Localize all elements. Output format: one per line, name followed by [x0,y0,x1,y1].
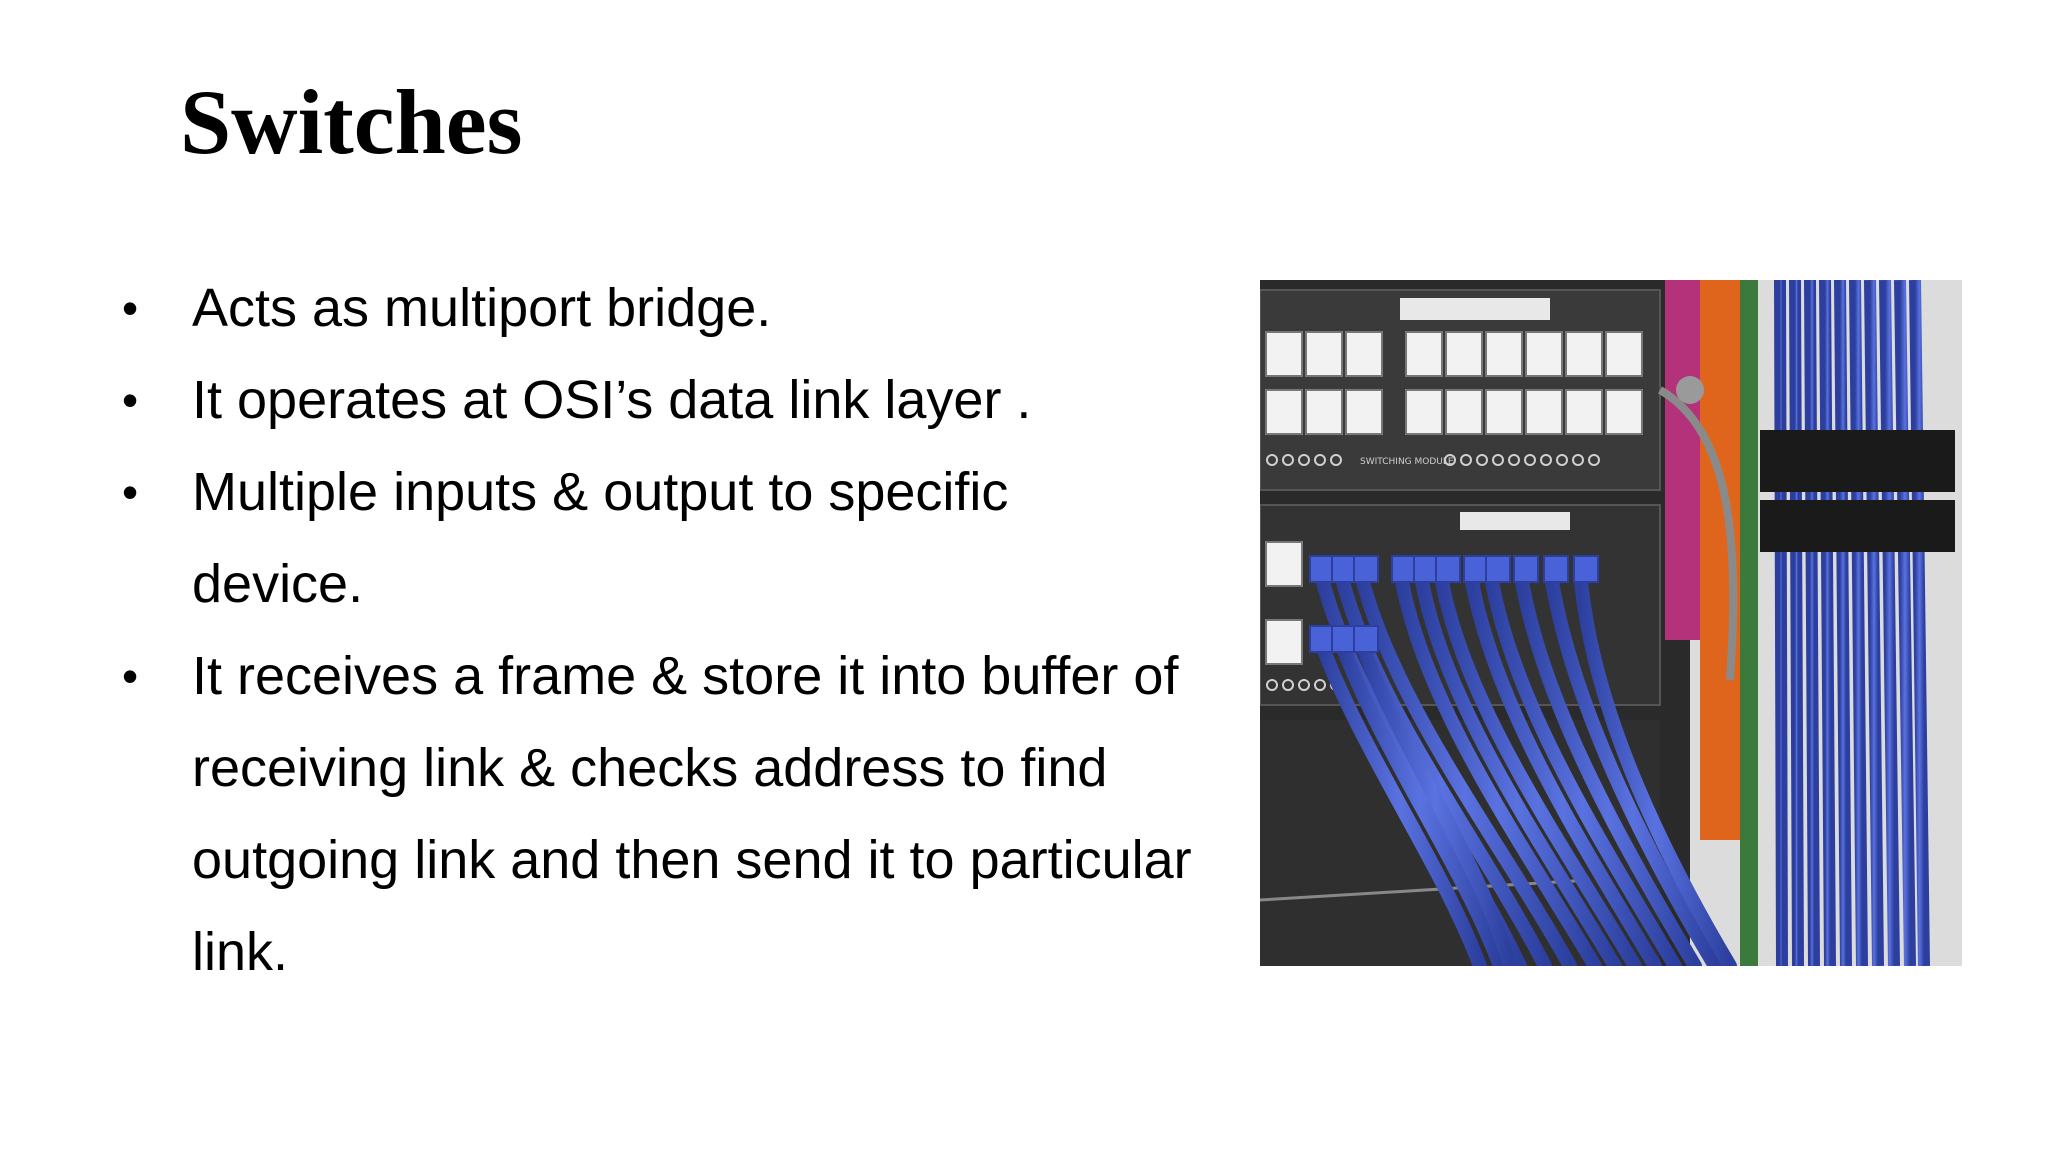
module-caption: SWITCHING MODULE [1360,457,1454,467]
bullet-dot-icon: • [121,282,139,334]
bullet-list: • Acts as multiport bridge. • It operate… [110,262,1240,998]
chassis-rail [1260,878,1591,902]
bullet-dot-icon: • [121,374,139,426]
network-switch-photo: SWITCHING MODULE [1260,280,1962,966]
velcro-strap-bottom [1760,500,1955,552]
velcro-strap-top [1760,430,1955,492]
bullet-dot-icon: • [121,466,139,518]
bullet-item: • It receives a frame & store it into bu… [110,630,1252,998]
bullet-text: It receives a frame & store it into buff… [192,646,1192,982]
led-row [1266,454,1600,466]
port-row-bottom [1265,389,1643,435]
port-row-middle [1265,541,1303,665]
port-row-top [1265,331,1643,377]
bullet-text: Acts as multiport bridge. [192,278,772,338]
cable-connectors [1309,555,1599,653]
rack-strip [1665,280,1705,640]
vertical-cable-bundle [1759,280,1930,966]
cable-clip [1676,376,1704,404]
grey-cable [1658,386,1738,681]
bullet-item: • It operates at OSI’s data link layer . [110,354,1240,446]
bullet-text: It operates at OSI’s data link layer . [192,370,1032,430]
green-cable [1740,280,1758,966]
bullet-text: Multiple inputs & output to specific dev… [192,462,1009,614]
blue-cable-bundle [1313,563,1737,966]
module-label [1400,298,1550,320]
bullet-item: • Multiple inputs & output to specific d… [110,446,1052,630]
bullet-item: • Acts as multiport bridge. [110,262,1240,354]
slide-title: Switches [180,71,523,173]
bullet-dot-icon: • [121,650,139,702]
module-label-2 [1460,512,1570,530]
